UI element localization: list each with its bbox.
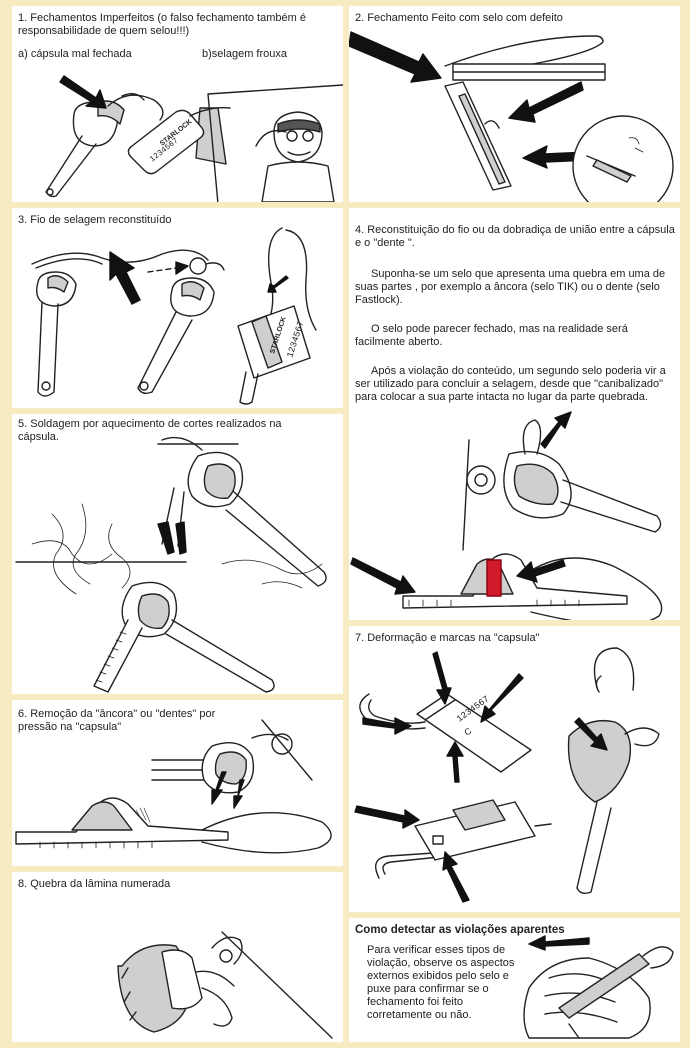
panel-9-title: Como detectar as violações aparentes [355, 924, 565, 936]
panel-anchor-removal: 6. Remoção da "âncora" ou "dentes" por p… [12, 700, 343, 866]
illustration-reconstituted-wire: STARLOCK 1234567 [31, 227, 317, 405]
panel-5-title: 5. Soldagem por aquecimento de cortes re… [18, 418, 282, 443]
panel-imperfect-closure: 1. Fechamentos Imperfeitos (o falso fech… [12, 6, 343, 202]
panel-2-title: 2. Fechamento Feito com selo com defeito [355, 12, 563, 24]
illustration-poorly-closed-capsule: STARLOCK 1234567 [45, 75, 343, 202]
panel-reconstituted-wire: 3. Fio de selagem reconstituído STARLOCK… [12, 208, 343, 408]
panel-defective-seal: 2. Fechamento Feito com selo com defeito [349, 6, 680, 202]
panel-4-paragraph-2: O selo pode parecer fechado, mas na real… [355, 323, 628, 348]
panel-6-title: 6. Remoção da "âncora" ou "dentes" por p… [18, 708, 216, 733]
panel-8-title: 8. Quebra da lâmina numerada [18, 878, 171, 890]
capsule-letter: C [462, 725, 474, 737]
panel-4-paragraph-3: Após a violação do conteúdo, um segundo … [355, 365, 666, 403]
panel-numbered-blade-break: 8. Quebra da lâmina numerada [12, 872, 343, 1042]
panel-4-paragraph-1: Suponha-se um selo que apresenta uma que… [355, 268, 666, 306]
illustration-anchor-removal [15, 719, 332, 854]
illustration-capsule-deformation: 1234567 C [354, 647, 660, 903]
panel-heat-welding: 5. Soldagem por aquecimento de cortes re… [12, 414, 343, 694]
panel-9-body: Para verificar esses tipos de violação, … [367, 944, 515, 1021]
illustration-hinge-reconstitution [350, 411, 663, 620]
illustration-pull-check [523, 935, 674, 1039]
panel-hinge-reconstitution: 4. Reconstituição do fio ou da dobradiça… [349, 208, 680, 620]
panel-7-title: 7. Deformação e marcas na "capsula" [355, 632, 540, 644]
panel-capsule-deformation: 7. Deformação e marcas na "capsula" 1234… [349, 626, 680, 912]
panel-1-subtitle-b: b)selagem frouxa [202, 48, 287, 60]
panel-detect-violations: Como detectar as violações aparentes Par… [349, 918, 680, 1042]
illustration-heat-welding [15, 436, 327, 693]
panel-4-title: 4. Reconstituição do fio ou da dobradiça… [355, 224, 675, 249]
panel-1-subtitle-a: a) cápsula mal fechada [18, 48, 132, 60]
panel-3-title: 3. Fio de selagem reconstituído [18, 214, 172, 226]
illustration-numbered-blade-break [117, 931, 333, 1039]
panel-1-title: 1. Fechamentos Imperfeitos (o falso fech… [18, 12, 306, 37]
illustration-defective-seal [349, 31, 674, 202]
